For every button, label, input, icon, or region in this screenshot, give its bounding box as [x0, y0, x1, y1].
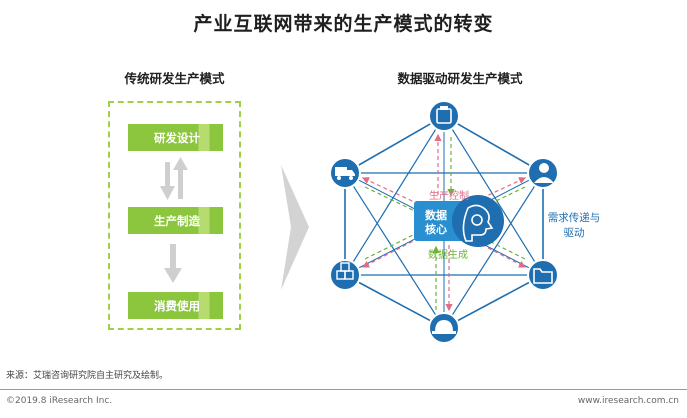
data-generation-label: 数据生成 [428, 248, 468, 261]
user-headset-icon [539, 163, 549, 173]
node-hardhat [428, 312, 460, 344]
core-label-line1: 数据 [425, 208, 447, 222]
stage-arrows [160, 157, 188, 283]
page-title: 产业互联网带来的生产模式的转变 [193, 13, 494, 35]
demand-driven-label: 需求传递与 驱动 [546, 211, 602, 241]
node-user [527, 157, 559, 189]
production-control-label: 生产控制 [429, 189, 469, 202]
stage-label: 研发设计 [154, 130, 200, 145]
traditional-mode-frame [108, 101, 241, 330]
node-truck [329, 157, 361, 189]
data-core: 数据 核心 [414, 195, 504, 247]
stage-rd-design: 研发设计 [128, 124, 223, 151]
stage-consumption: 消费使用 [128, 292, 223, 319]
data-arrows [364, 137, 526, 310]
stage-label: 消费使用 [154, 298, 200, 313]
core-label-line2: 核心 [425, 222, 447, 236]
folder-icon [533, 268, 553, 284]
traditional-mode-heading: 传统研发生产模式 [124, 71, 225, 86]
node-tablet [428, 100, 460, 132]
hardhat-icon [435, 320, 453, 332]
website-text: www.iresearch.com.cn [577, 396, 679, 406]
demand-label-line1: 需求传递与 [547, 212, 601, 224]
transition-chevron-icon [281, 165, 309, 290]
demand-label-line2: 驱动 [563, 227, 585, 239]
node-boxes [329, 259, 361, 291]
source-note: 来源：艾瑞咨询研究院自主研究及绘制。 [6, 371, 169, 381]
footer-divider [0, 389, 687, 390]
data-hub-diagram: 数据 核心 生产控制 数据生成 [329, 100, 559, 344]
truck-icon [335, 167, 347, 176]
down-arrow-icon [164, 244, 182, 283]
control-arrows [361, 133, 527, 312]
down-arrow-icon [160, 162, 175, 200]
datadriven-mode-heading: 数据驱动研发生产模式 [397, 71, 523, 86]
stage-manufacturing: 生产制造 [128, 207, 223, 234]
up-arrow-icon [173, 157, 188, 199]
stage-label: 生产制造 [154, 213, 200, 228]
head-gear-icon [462, 204, 494, 242]
copyright-text: ©2019.8 iResearch Inc. [6, 396, 113, 406]
node-folder [527, 259, 559, 291]
